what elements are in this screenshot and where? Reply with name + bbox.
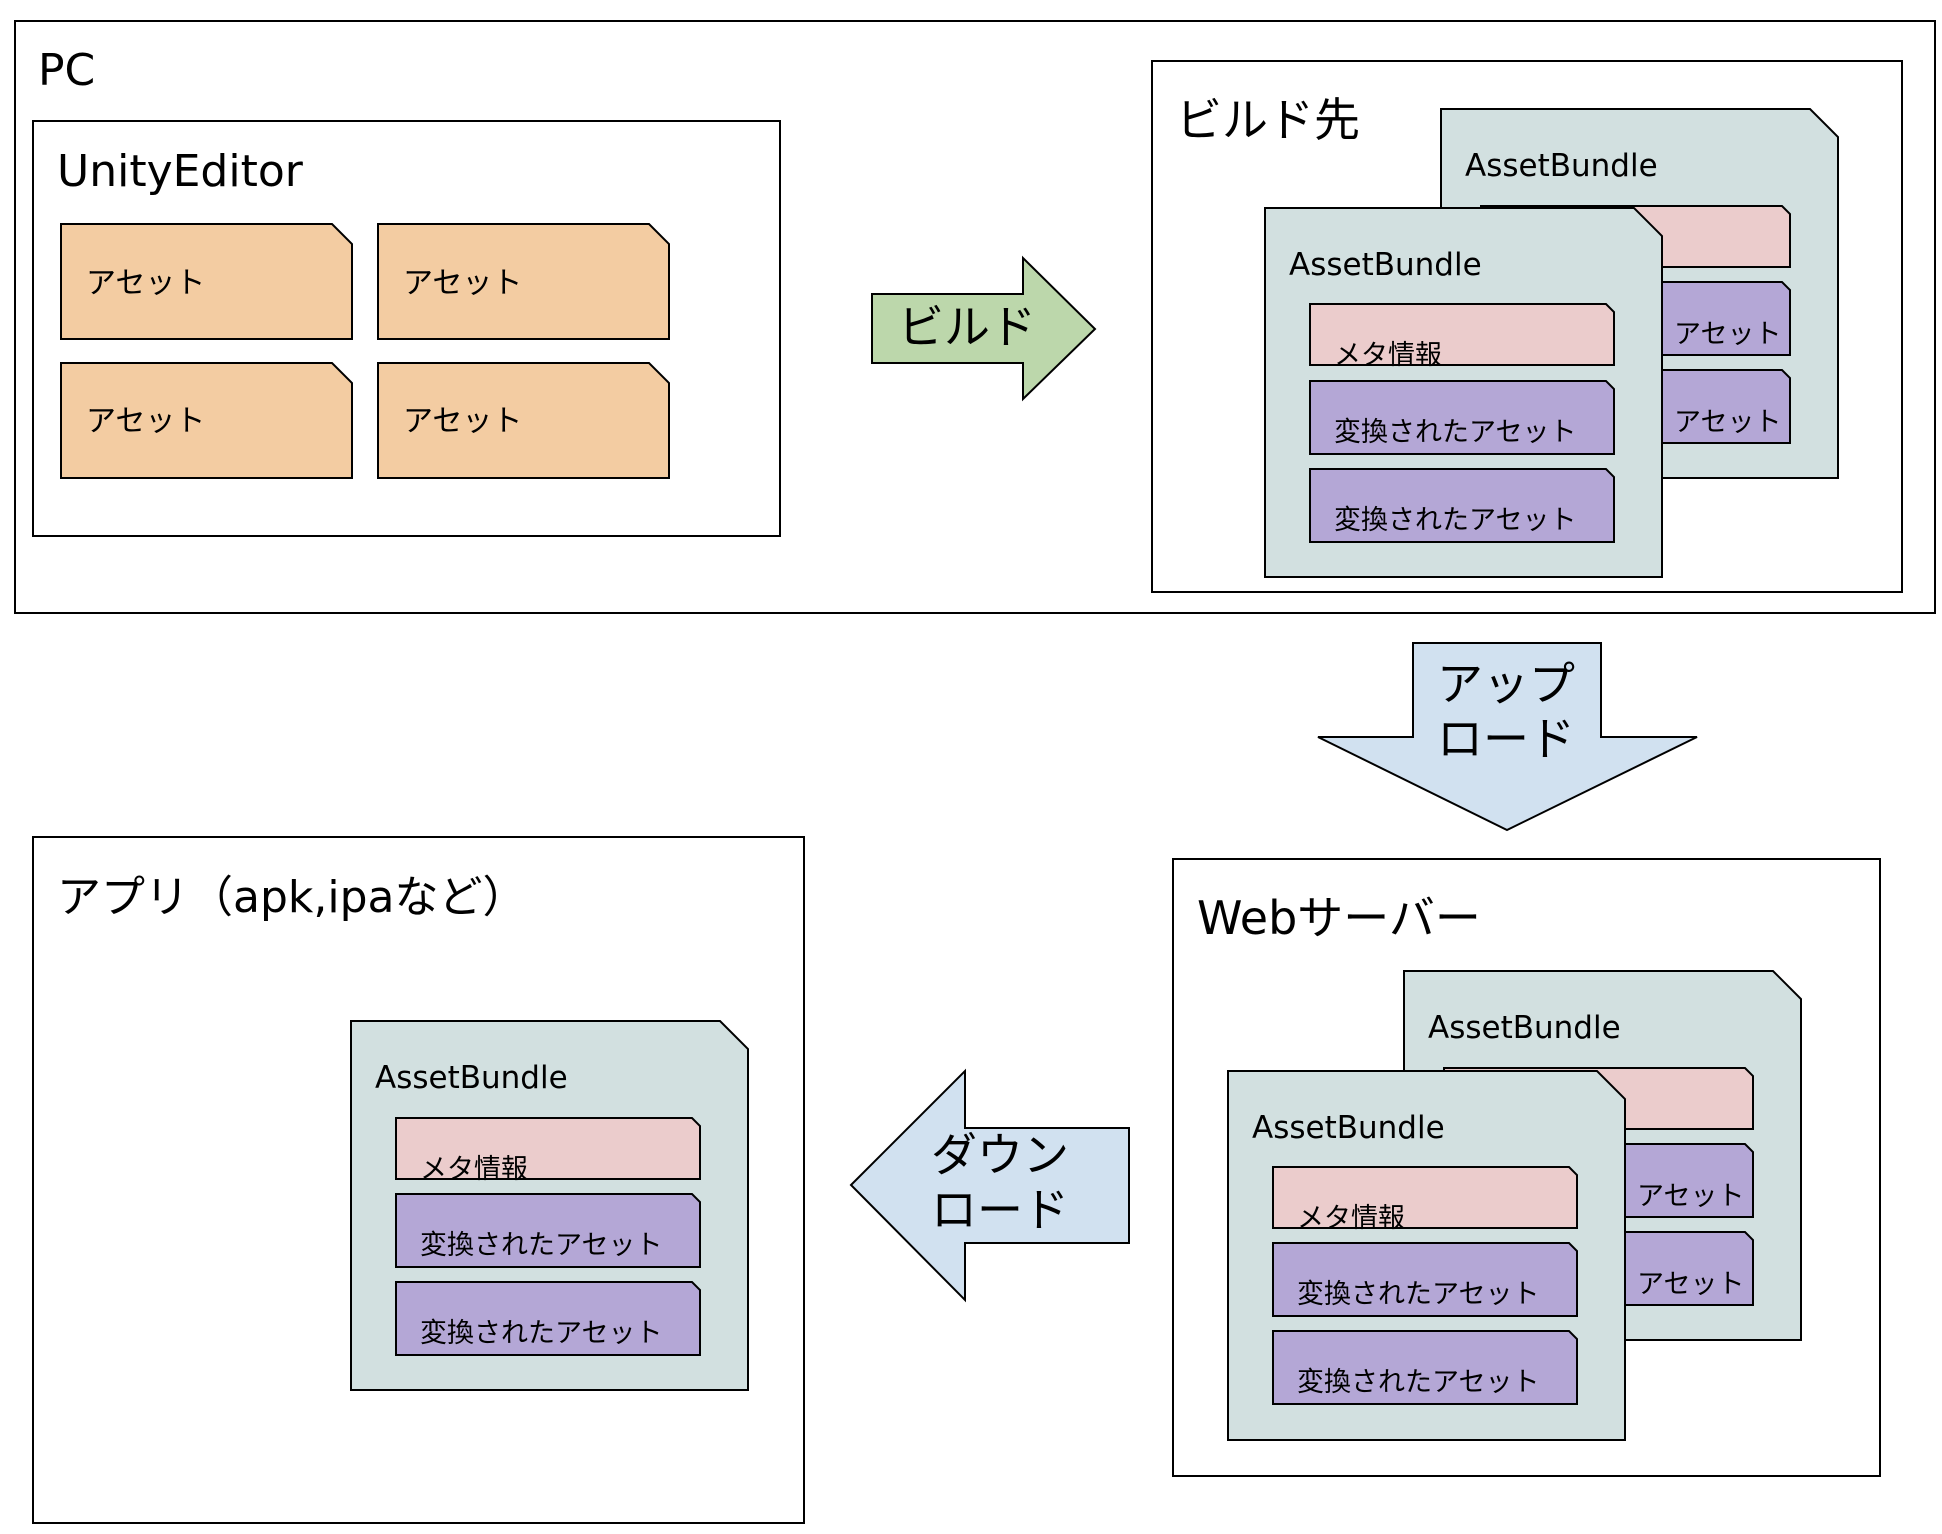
meta-info-layer bbox=[1272, 1166, 1578, 1229]
asset-card bbox=[377, 223, 670, 340]
converted-asset-label: 変換されたアセット bbox=[420, 1318, 663, 1349]
asset-bundle-title: AssetBundle bbox=[375, 1060, 568, 1096]
download-arrow-label-line2: ロード bbox=[931, 1183, 1069, 1237]
meta-info-label: メタ情報 bbox=[1334, 340, 1442, 371]
converted-asset-label: アセット bbox=[1674, 407, 1782, 438]
asset-card bbox=[60, 223, 353, 340]
build-arrow bbox=[871, 255, 1097, 402]
upload-arrow bbox=[1317, 642, 1698, 832]
converted-asset-label: 変換されたアセット bbox=[420, 1230, 663, 1261]
converted-asset-label: アセット bbox=[1637, 1181, 1745, 1212]
asset-bundle-title: AssetBundle bbox=[1428, 1010, 1621, 1046]
converted-asset-label: アセット bbox=[1637, 1269, 1745, 1300]
pc-label: PC bbox=[38, 45, 96, 96]
meta-info-label: メタ情報 bbox=[1297, 1203, 1405, 1234]
converted-asset-layer bbox=[1272, 1330, 1578, 1405]
converted-asset-layer bbox=[1309, 468, 1615, 543]
asset-card bbox=[377, 362, 670, 479]
build-output-label: ビルド先 bbox=[1176, 93, 1360, 147]
meta-info-label: メタ情報 bbox=[420, 1154, 528, 1185]
asset-card-label: アセット bbox=[86, 266, 206, 301]
unity-editor-label: UnityEditor bbox=[57, 146, 303, 197]
converted-asset-label: 変換されたアセット bbox=[1334, 505, 1577, 536]
upload-arrow-label-line1: アップ bbox=[1437, 657, 1575, 711]
meta-info-layer bbox=[395, 1117, 701, 1180]
upload-arrow-label-line2: ロード bbox=[1437, 712, 1575, 766]
meta-info-layer bbox=[1309, 303, 1615, 366]
converted-asset-layer bbox=[395, 1193, 701, 1268]
asset-card-label: アセット bbox=[403, 404, 523, 439]
web-server-label: Webサーバー bbox=[1197, 891, 1481, 945]
download-arrow-label-line1: ダウン bbox=[931, 1128, 1069, 1182]
asset-card-label: アセット bbox=[403, 266, 523, 301]
converted-asset-label: 変換されたアセット bbox=[1297, 1367, 1540, 1398]
converted-asset-label: 変換されたアセット bbox=[1297, 1279, 1540, 1310]
converted-asset-label: アセット bbox=[1674, 319, 1782, 350]
build-arrow-label: ビルド bbox=[898, 300, 1036, 354]
asset-card bbox=[60, 362, 353, 479]
download-arrow bbox=[849, 1068, 1130, 1303]
asset-bundle-title: AssetBundle bbox=[1465, 148, 1658, 184]
asset-card-label: アセット bbox=[86, 404, 206, 439]
converted-asset-layer bbox=[1309, 380, 1615, 455]
converted-asset-label: 変換されたアセット bbox=[1334, 417, 1577, 448]
converted-asset-layer bbox=[1272, 1242, 1578, 1317]
app-label: アプリ（apk,ipaなど） bbox=[57, 872, 527, 923]
asset-bundle-title: AssetBundle bbox=[1289, 247, 1482, 283]
asset-bundle-title: AssetBundle bbox=[1252, 1110, 1445, 1146]
converted-asset-layer bbox=[395, 1281, 701, 1356]
